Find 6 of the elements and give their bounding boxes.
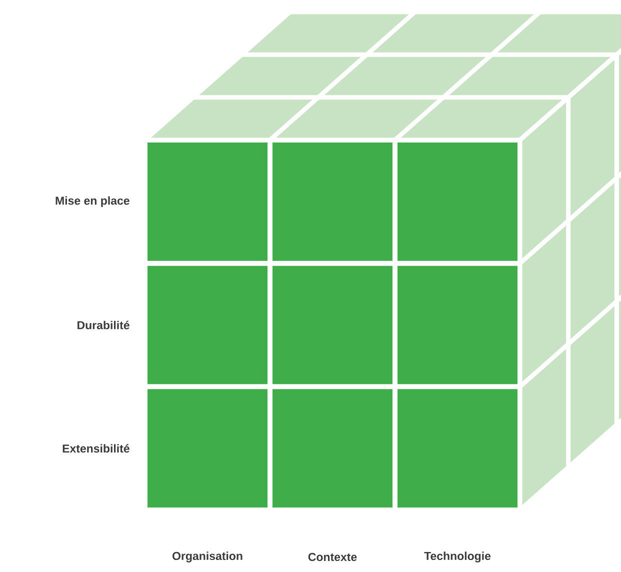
- column-label: Organisation: [172, 552, 242, 562]
- column-label: Contexte: [308, 552, 357, 562]
- row-label: Mise en place: [56, 196, 130, 208]
- row-label: Durabilité: [78, 320, 130, 330]
- row-label: Extensibilité: [62, 444, 130, 453]
- column-label: Technologie: [424, 552, 491, 562]
